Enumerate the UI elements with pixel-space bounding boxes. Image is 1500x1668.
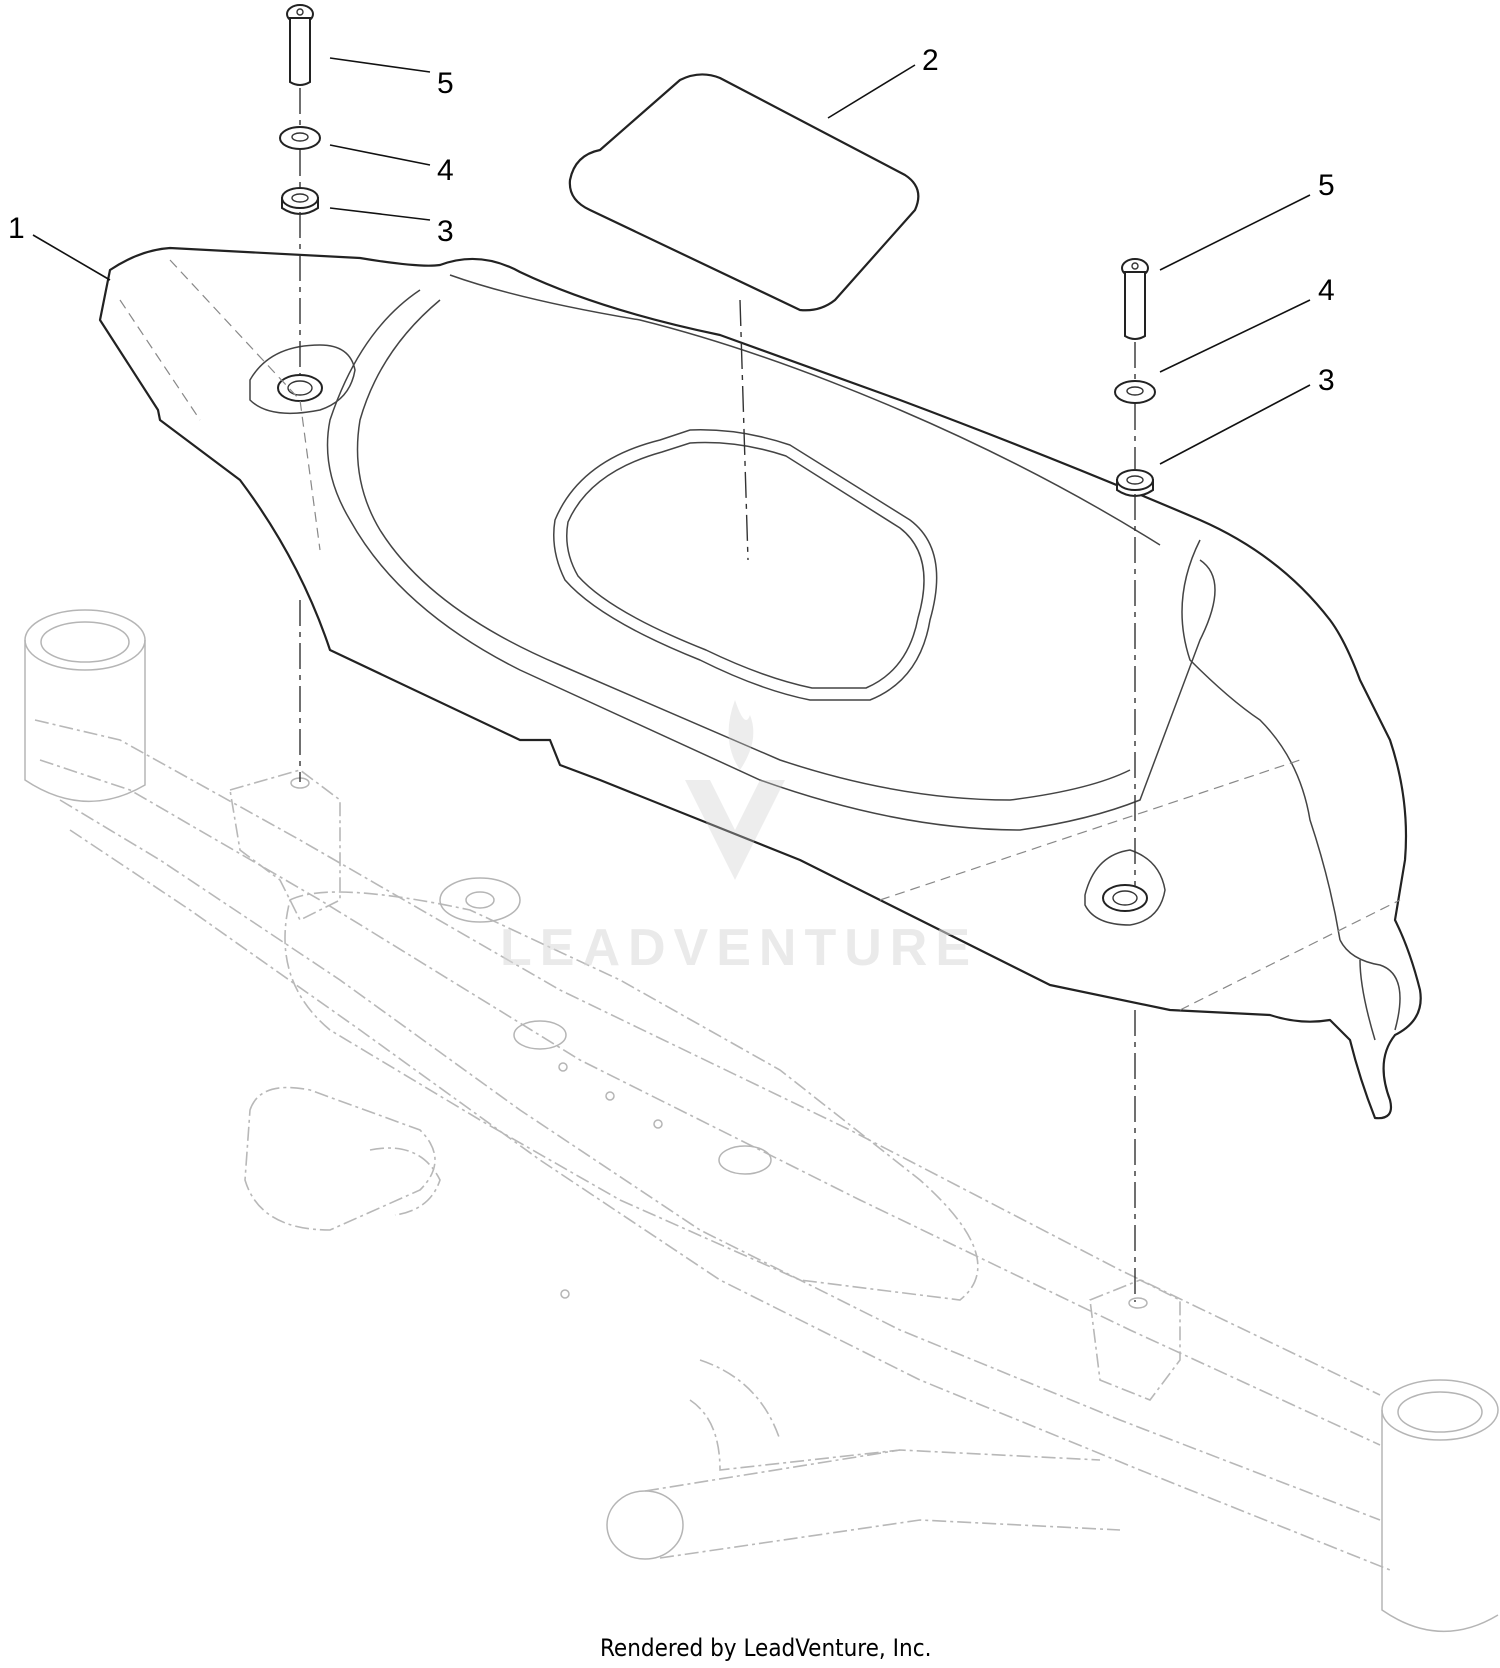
callout-3-left: 3 xyxy=(437,215,454,248)
axle-frame-phantom xyxy=(24,609,1499,1632)
callout-4-right: 4 xyxy=(1318,274,1335,307)
callout-5-left: 5 xyxy=(437,67,454,100)
hardware-stack-left xyxy=(279,4,321,215)
callout-3-right: 3 xyxy=(1318,364,1335,397)
callout-2: 2 xyxy=(922,44,939,77)
watermark-logo xyxy=(685,700,785,880)
callout-1: 1 xyxy=(8,212,25,245)
decal-part-2 xyxy=(568,73,920,312)
cover-part-1 xyxy=(98,246,1422,1120)
assembly-centerlines xyxy=(299,88,1136,1302)
callout-4-left: 4 xyxy=(437,154,454,187)
watermark-text: LEADVENTURE xyxy=(500,919,978,977)
leader-lines xyxy=(32,57,1311,465)
footer-credit: Rendered by LeadVenture, Inc. xyxy=(600,1634,931,1662)
callout-5-right: 5 xyxy=(1318,169,1335,202)
